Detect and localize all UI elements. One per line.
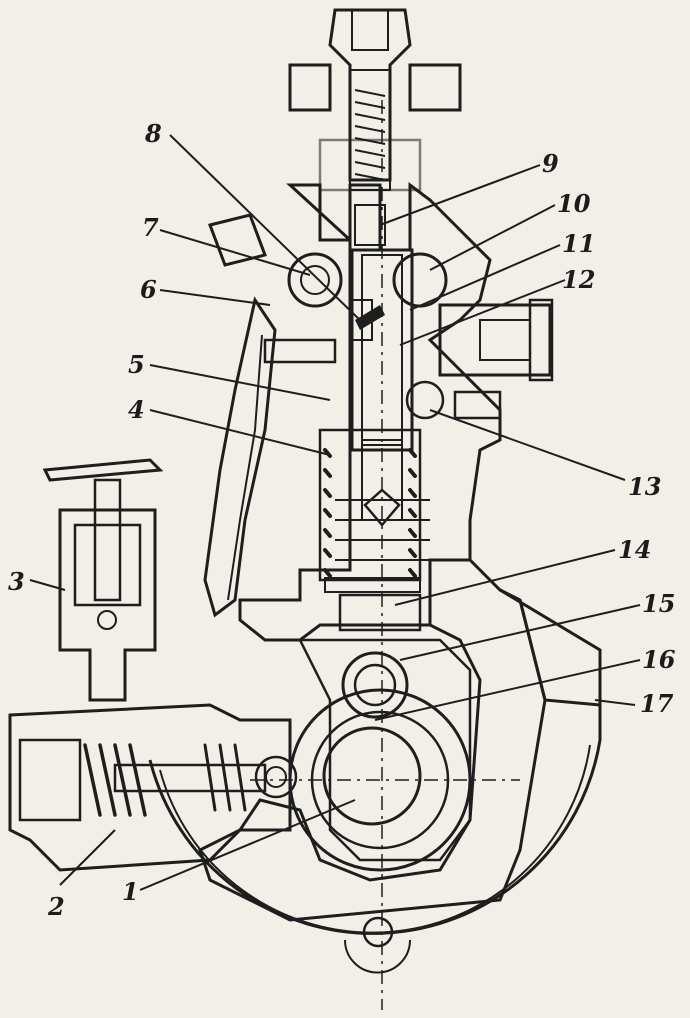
callout-12: 12 <box>562 265 595 294</box>
leader-12 <box>399 279 566 346</box>
camshaft <box>250 688 520 974</box>
callout-4: 4 <box>128 395 145 424</box>
leader-5 <box>149 364 331 401</box>
left-top-fittings <box>208 213 343 364</box>
leader-7 <box>159 229 311 276</box>
plunger-spring <box>318 428 430 593</box>
top-fitting <box>288 8 462 246</box>
leader-10 <box>429 204 556 271</box>
leader-8 <box>169 134 366 326</box>
callout-8: 8 <box>144 119 162 148</box>
leader-11 <box>409 244 561 311</box>
leader-13 <box>429 409 626 481</box>
callout-15: 15 <box>642 589 675 618</box>
tappet-roller <box>338 593 422 719</box>
leader-4 <box>149 409 331 456</box>
callout-11: 11 <box>562 229 595 258</box>
hand-primer <box>42 458 164 702</box>
housing-disc <box>148 588 602 935</box>
callout-16: 16 <box>642 645 676 674</box>
callout-7: 7 <box>142 213 159 242</box>
leader-2 <box>59 829 116 886</box>
leader-6 <box>159 289 271 306</box>
callout-3: 3 <box>8 567 25 596</box>
feed-pump <box>8 703 298 872</box>
leader-16 <box>374 659 641 721</box>
callout-13: 13 <box>628 472 661 501</box>
callout-5: 5 <box>128 350 145 379</box>
leader-17 <box>594 699 636 706</box>
callout-6: 6 <box>140 275 157 304</box>
callout-9: 9 <box>542 149 559 178</box>
pump-body <box>198 182 547 922</box>
callout-14: 14 <box>618 535 651 564</box>
leader-9 <box>379 164 541 226</box>
callout-17: 17 <box>640 689 674 718</box>
callout-1: 1 <box>122 877 139 906</box>
leader-3 <box>29 579 66 591</box>
leader-lines <box>29 134 641 891</box>
callout-2: 2 <box>47 892 65 921</box>
leader-14 <box>394 549 616 606</box>
leader-15 <box>399 604 641 661</box>
plunger-barrel <box>350 100 414 1010</box>
right-fittings <box>392 252 554 420</box>
callout-10: 10 <box>557 189 591 218</box>
leader-1 <box>139 799 356 891</box>
callouts: 1 2 3 4 5 6 7 8 9 10 11 12 13 14 15 16 1… <box>8 119 676 921</box>
